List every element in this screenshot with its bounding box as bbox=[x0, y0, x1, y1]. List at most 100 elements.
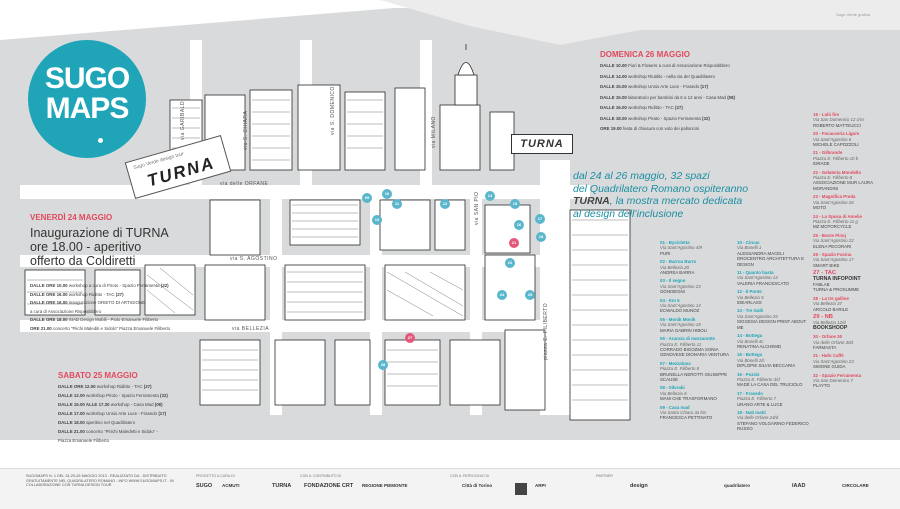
map-pin[interactable]: 27 bbox=[405, 333, 415, 343]
schedule-number: (27) bbox=[143, 384, 152, 389]
footer-logo-citta: Città di Torino bbox=[462, 483, 493, 488]
street-orfane: via delle ORFANE bbox=[220, 181, 269, 187]
footer: SUGOMAPS N. 1 DEL 24-25-26 MAGGIO 2013 -… bbox=[0, 468, 900, 509]
map-pin[interactable]: 14 bbox=[485, 191, 495, 201]
legend-address: Via Sant’Agostino 6 bbox=[813, 136, 852, 142]
legend-number: 18 bbox=[737, 409, 742, 415]
legend-entry-head: 32 - Spazio Ferramenta bbox=[813, 373, 893, 378]
schedule-text: workshop Riditito - TAC bbox=[96, 384, 143, 389]
map-pin[interactable]: 21 bbox=[509, 238, 519, 248]
legend-address: Via Sant’Agostino 18 bbox=[660, 322, 701, 328]
legend-dash: - bbox=[817, 150, 822, 156]
legend-dash: - bbox=[741, 240, 746, 245]
legend-owner: MZ MOTORCYCLE bbox=[813, 224, 852, 230]
legend-address: Via San Domenico 7 bbox=[813, 378, 853, 384]
map-pin[interactable]: 10 bbox=[382, 189, 392, 199]
map-pin[interactable]: 12 bbox=[440, 199, 450, 209]
legend-address: Via delle Orfane 24/d bbox=[737, 415, 779, 421]
legend-owner: VALERIA FRANCESCATO bbox=[737, 280, 789, 286]
legend-owner: MARIA GABRIN HIBOU bbox=[660, 327, 707, 333]
legend-dash: - bbox=[741, 270, 746, 276]
legend-number: 12 bbox=[737, 289, 742, 295]
map-pin[interactable]: 11 bbox=[392, 199, 402, 209]
street-bellezia: via BELLEZIA bbox=[232, 326, 270, 332]
legend-address: Via Bellezia 20 bbox=[660, 264, 689, 270]
map-pin[interactable]: 15 bbox=[510, 199, 520, 209]
schedule-text: festa di chiusura con volo dei palloncin… bbox=[622, 126, 700, 131]
footer-logo-sugo: SUGO bbox=[196, 483, 213, 489]
legend-name: Monik Monik bbox=[668, 316, 696, 322]
legend-owner: CORRADO BIGOZMA SONIA GENOVESE DIONARIA … bbox=[660, 346, 730, 358]
map-pin[interactable]: 17 bbox=[535, 214, 545, 224]
legend-address: Via Bellezia 37 bbox=[813, 301, 842, 307]
legend-name: Tre Galli bbox=[745, 308, 764, 314]
map-pin[interactable]: 25 bbox=[525, 290, 535, 300]
legend-address: Piazza E. Filiberto 10 b bbox=[813, 155, 859, 161]
legend-dash: - bbox=[741, 333, 746, 339]
tac-lab: FABLAB bbox=[813, 281, 830, 287]
map-pin[interactable]: 18 bbox=[536, 232, 546, 242]
footer-logo-fondazione: FONDAZIONE CRT bbox=[304, 483, 354, 489]
legend-dash: - bbox=[817, 232, 822, 238]
map-pin[interactable]: 13 bbox=[372, 215, 382, 225]
street-garibaldi: via GARIBALDI bbox=[180, 99, 186, 140]
map-pin[interactable]: 28 bbox=[378, 360, 388, 370]
legend-entry-head: 30 - Orfane 30 bbox=[813, 334, 893, 339]
legend-name: Lulù fire bbox=[821, 112, 840, 117]
map-pin[interactable]: 24 bbox=[497, 290, 507, 300]
map-pin[interactable]: 16 bbox=[514, 220, 524, 230]
footer-logo-arpi: ARPI bbox=[535, 483, 546, 488]
legend-entry-head: 22 - Gelateria Mondello bbox=[813, 170, 893, 175]
legend-number: 24 bbox=[813, 213, 818, 219]
schedule-time: DALLE 14.00 bbox=[600, 73, 627, 79]
legend-name: Circus bbox=[745, 240, 760, 245]
legend-owner: MOTO bbox=[813, 205, 827, 211]
legend-entry-head: 08 - Silvrabi bbox=[660, 385, 735, 390]
schedule-time: DALLE ORE 12.00 bbox=[58, 384, 96, 389]
legend-name: Gilbrande bbox=[821, 150, 843, 156]
logo-line2: MAPS bbox=[45, 92, 130, 125]
nb-address: Via Bellezia 12/d bbox=[813, 320, 846, 326]
legend-entry-head: 13 - Tre Galli bbox=[737, 308, 812, 313]
map-pin[interactable]: 09 bbox=[362, 193, 372, 203]
schedule-line: DALLE ORE 16.00 inaugurazione ORIETO DI … bbox=[30, 300, 145, 305]
legend-dash: - bbox=[741, 371, 746, 377]
legend-number: 10 bbox=[737, 240, 742, 245]
schedule-time: DALLE 15.00 ALLE 17.30 bbox=[58, 402, 110, 407]
legend-dash: - bbox=[664, 385, 669, 391]
map-pin[interactable]: 22 bbox=[505, 258, 515, 268]
legend-owner: PLAYTO bbox=[813, 383, 830, 389]
